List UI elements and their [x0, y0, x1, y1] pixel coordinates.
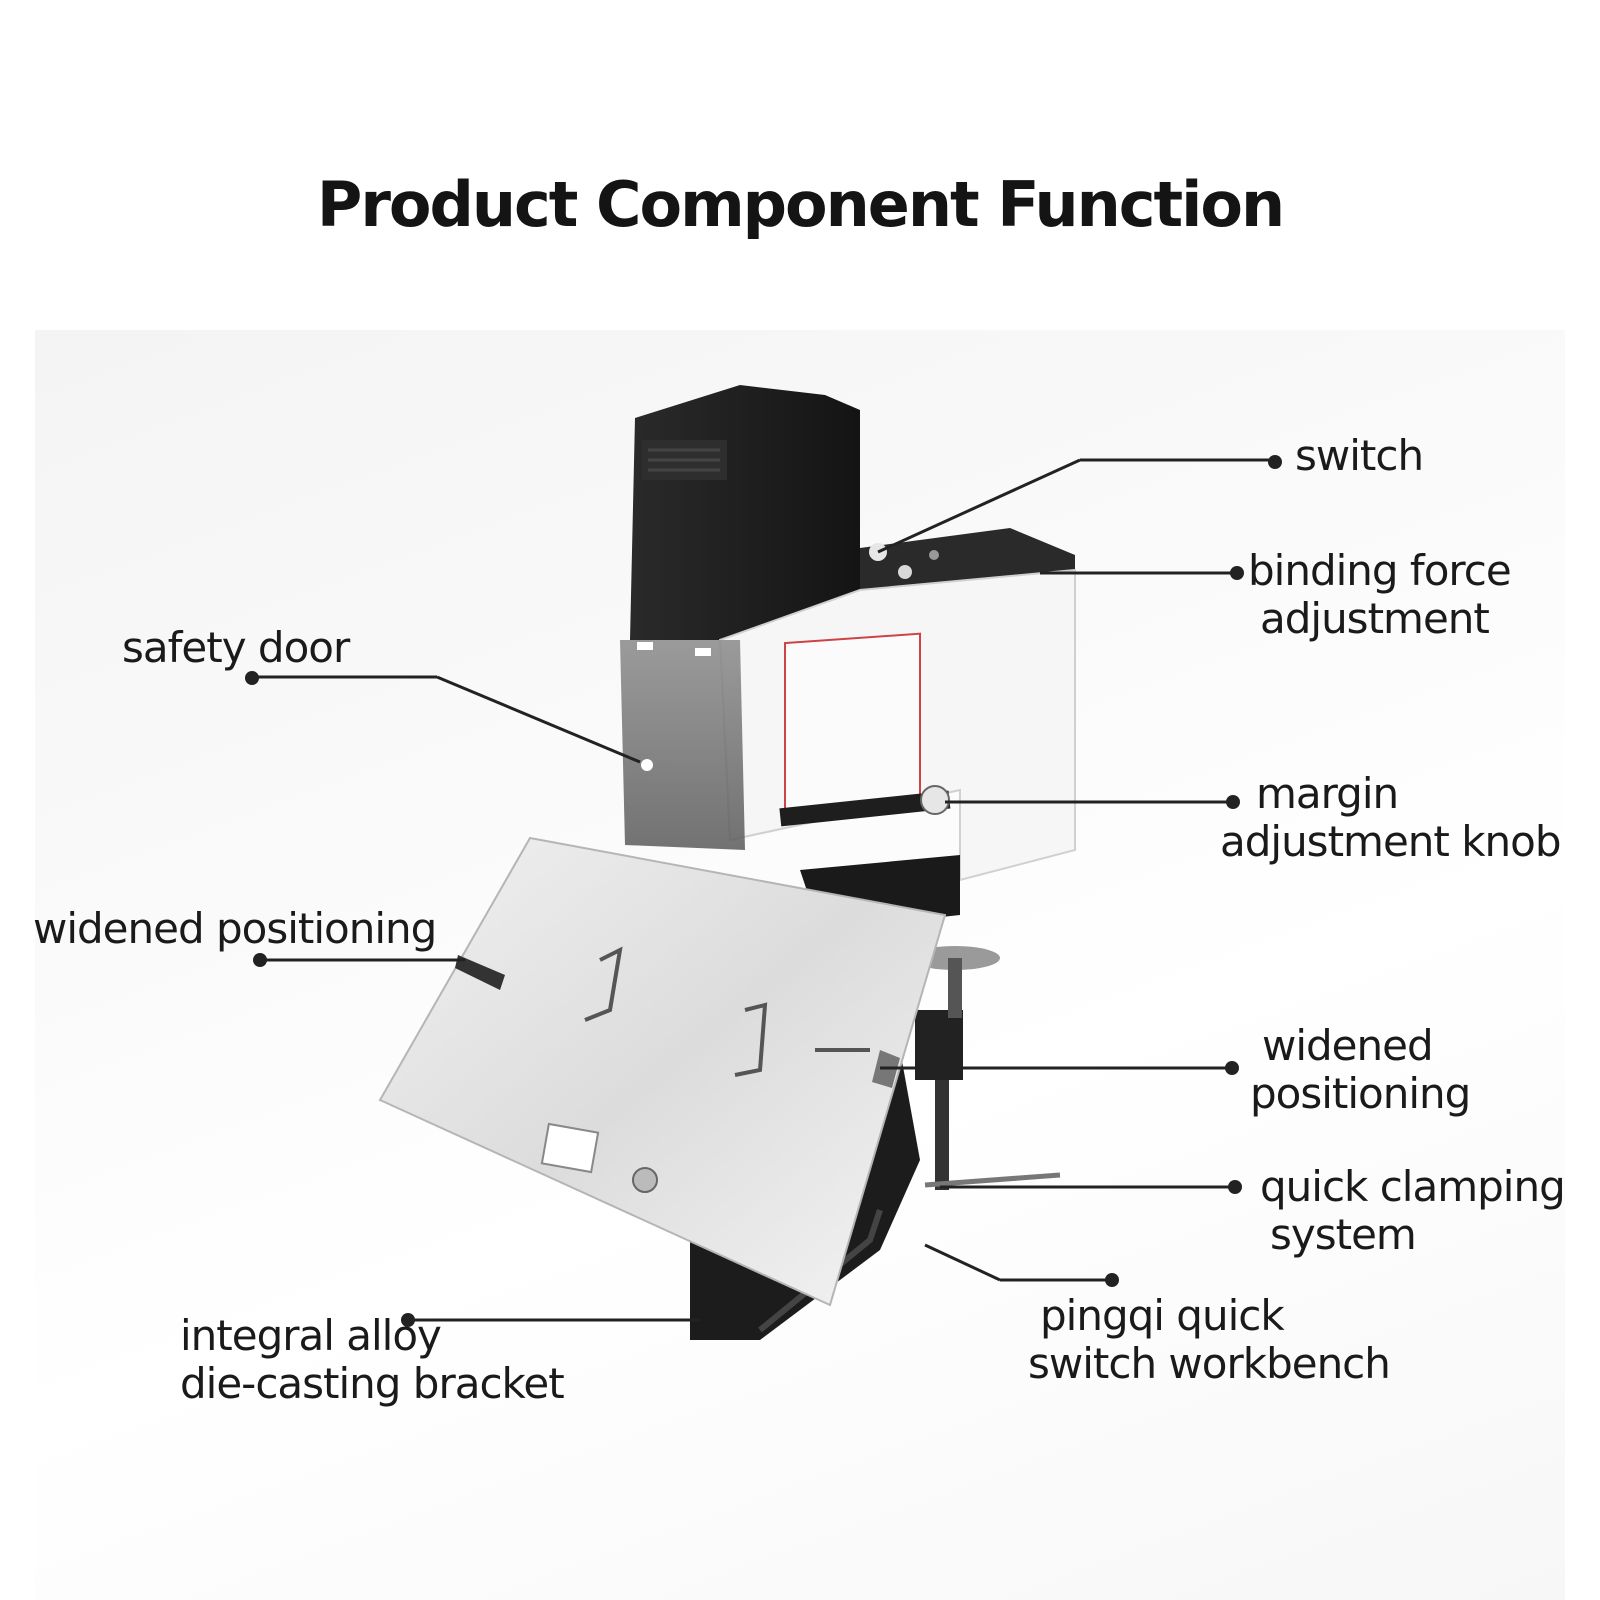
label-safety-door: safety door: [122, 623, 350, 672]
label-integral-alloy-bracket: integral alloy die-casting bracket: [180, 1311, 565, 1408]
leader-lines: [245, 455, 1282, 1327]
leader-widened-right: [880, 1061, 1239, 1075]
leader-safety-door: [245, 671, 641, 764]
label-pingqi-quick-switch-workbench: pingqi quick switch workbench: [1028, 1291, 1391, 1388]
page-title: Product Component Function: [316, 168, 1285, 241]
leader-quick-clamping: [940, 1180, 1242, 1194]
leader-switch: [877, 455, 1282, 554]
label-quick-clamping-system: quick clamping system: [1260, 1162, 1566, 1259]
leader-pingqi: [924, 1243, 1119, 1287]
leader-binding-force: [1040, 566, 1244, 580]
label-binding-force-adjustment: binding force adjustment: [1248, 546, 1512, 643]
label-widened-positioning-left: widened positioning: [33, 904, 437, 953]
label-margin-adjustment-knob: margin adjustment knob: [1220, 769, 1562, 866]
safety-door-shape: [620, 640, 745, 850]
label-switch: switch: [1295, 431, 1424, 480]
margin-knob-shape: [920, 785, 950, 815]
leader-bracket: [401, 1313, 700, 1327]
leader-margin-knob: [945, 795, 1240, 809]
label-widened-positioning-right: widened positioning: [1250, 1021, 1471, 1118]
workbench-plate-shape: [378, 836, 947, 1307]
leader-widened-left: [253, 953, 465, 967]
stapler-product-illustration: [378, 385, 1076, 1340]
left-guide-shape: [455, 955, 505, 990]
